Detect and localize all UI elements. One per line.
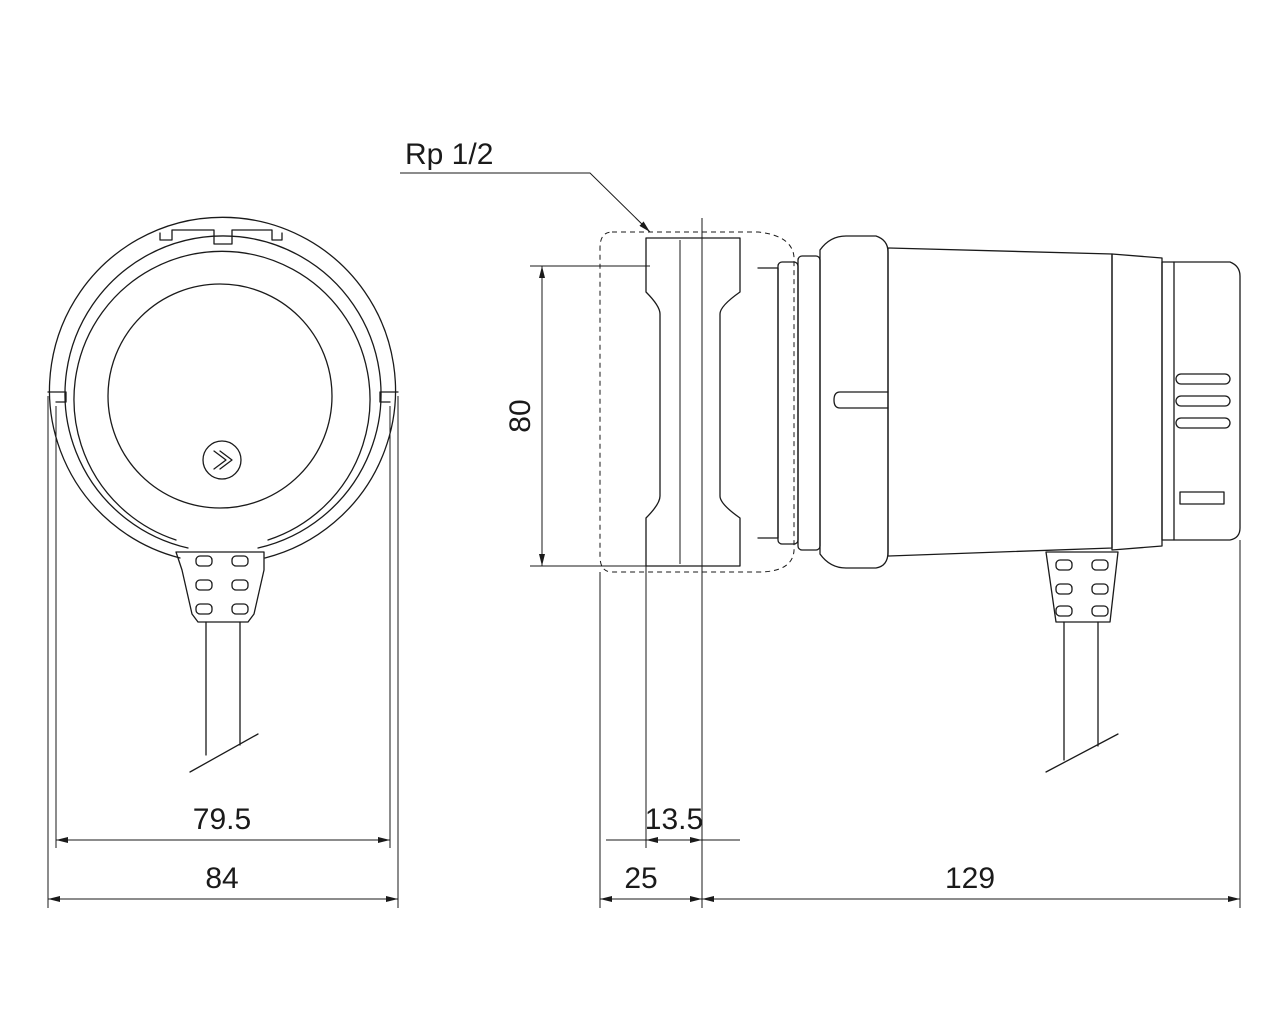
front-right-tab [379, 391, 399, 403]
side-cable [1045, 621, 1119, 773]
side-extension-lines [599, 218, 1241, 908]
front-rim-ring [73, 250, 371, 541]
side-motor-body [887, 247, 1113, 557]
front-extension-lines [47, 396, 399, 908]
height-extension-lines [530, 265, 650, 567]
front-outer-width-label: 84 [205, 862, 238, 895]
side-pipe-body [645, 237, 741, 567]
side-nut-slot [833, 391, 889, 409]
dimensions: Rp 1/2 80 79.5 84 13.5 25 129 [47, 138, 1241, 908]
height-label: 80 [504, 399, 537, 432]
side-flange-outline [599, 231, 795, 573]
thread-label: Rp 1/2 [405, 138, 493, 171]
side-view [599, 231, 1241, 773]
front-view [47, 216, 399, 773]
port-offset-label: 13.5 [645, 803, 703, 836]
front-inner-width-label: 79.5 [193, 803, 251, 836]
side-cable-gland [1045, 551, 1119, 623]
front-cable-gland [175, 551, 265, 623]
side-thread [777, 255, 821, 551]
chevron-right-icon [202, 440, 242, 480]
front-outer-ring [48, 216, 397, 559]
front-cable [189, 621, 259, 773]
front-top-notch [159, 229, 283, 245]
side-neck [757, 267, 779, 539]
side-gland-slots [1055, 559, 1109, 617]
side-union-nut [819, 235, 889, 569]
front-gland-slots [195, 555, 249, 615]
side-rear-cap [1111, 253, 1163, 551]
side-vent-slots [1175, 373, 1231, 505]
front-motor-cover [107, 283, 333, 509]
side-terminal-box [1161, 261, 1241, 541]
thread-leader-line [400, 172, 651, 233]
front-left-tab [47, 391, 67, 403]
body-length-label: 129 [945, 862, 995, 895]
port-width-label: 25 [624, 862, 657, 895]
front-inner-ring [64, 235, 382, 549]
